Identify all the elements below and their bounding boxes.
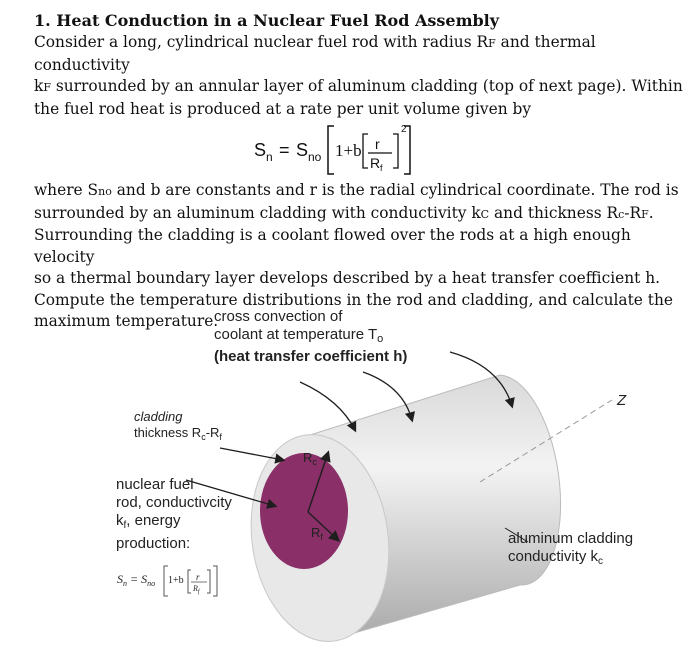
paragraph-intro: Consider a long, cylindrical nuclear fue… (34, 33, 683, 118)
svg-text:2: 2 (401, 124, 407, 135)
cladding-thickness-label: cladding thickness Rc-Rf (134, 409, 222, 442)
rf-label: Rf (311, 525, 323, 542)
eq-lhs: S (254, 140, 266, 160)
svg-text:Rf: Rf (192, 584, 201, 595)
svg-text:R: R (370, 155, 380, 171)
svg-text:no: no (308, 150, 322, 164)
fuel-rod-figure: Sn = Sno 1+b r Rf cross convection of co… (0, 300, 700, 648)
paragraph-description: where Sno and b are constants and r is t… (34, 181, 679, 330)
svg-text:f: f (380, 163, 383, 173)
rc-label: Rc (303, 450, 317, 467)
aluminum-cladding-label: aluminum cladding conductivity kc (508, 530, 634, 567)
svg-text:n: n (266, 150, 273, 164)
z-axis-label: Z (617, 392, 627, 409)
source-equation: S n = S no 1+b r R f 2 (34, 120, 684, 180)
problem-title: 1. Heat Conduction in a Nuclear Fuel Rod… (34, 11, 500, 30)
svg-text:S: S (296, 140, 308, 160)
svg-text:r: r (375, 136, 380, 152)
fuel-rod-label: nuclear fuel rod, conductivcity kf, ener… (116, 476, 232, 552)
svg-text:Sn = Sno: Sn = Sno (117, 572, 155, 588)
svg-text:1+b: 1+b (335, 141, 362, 160)
svg-text:=: = (279, 140, 290, 160)
document-body: 1. Heat Conduction in a Nuclear Fuel Rod… (34, 10, 684, 333)
svg-text:1+b: 1+b (168, 575, 184, 586)
fuel-core (260, 453, 348, 569)
convection-label: cross convection of coolant at temperatu… (214, 308, 408, 365)
svg-text:r: r (196, 572, 200, 582)
